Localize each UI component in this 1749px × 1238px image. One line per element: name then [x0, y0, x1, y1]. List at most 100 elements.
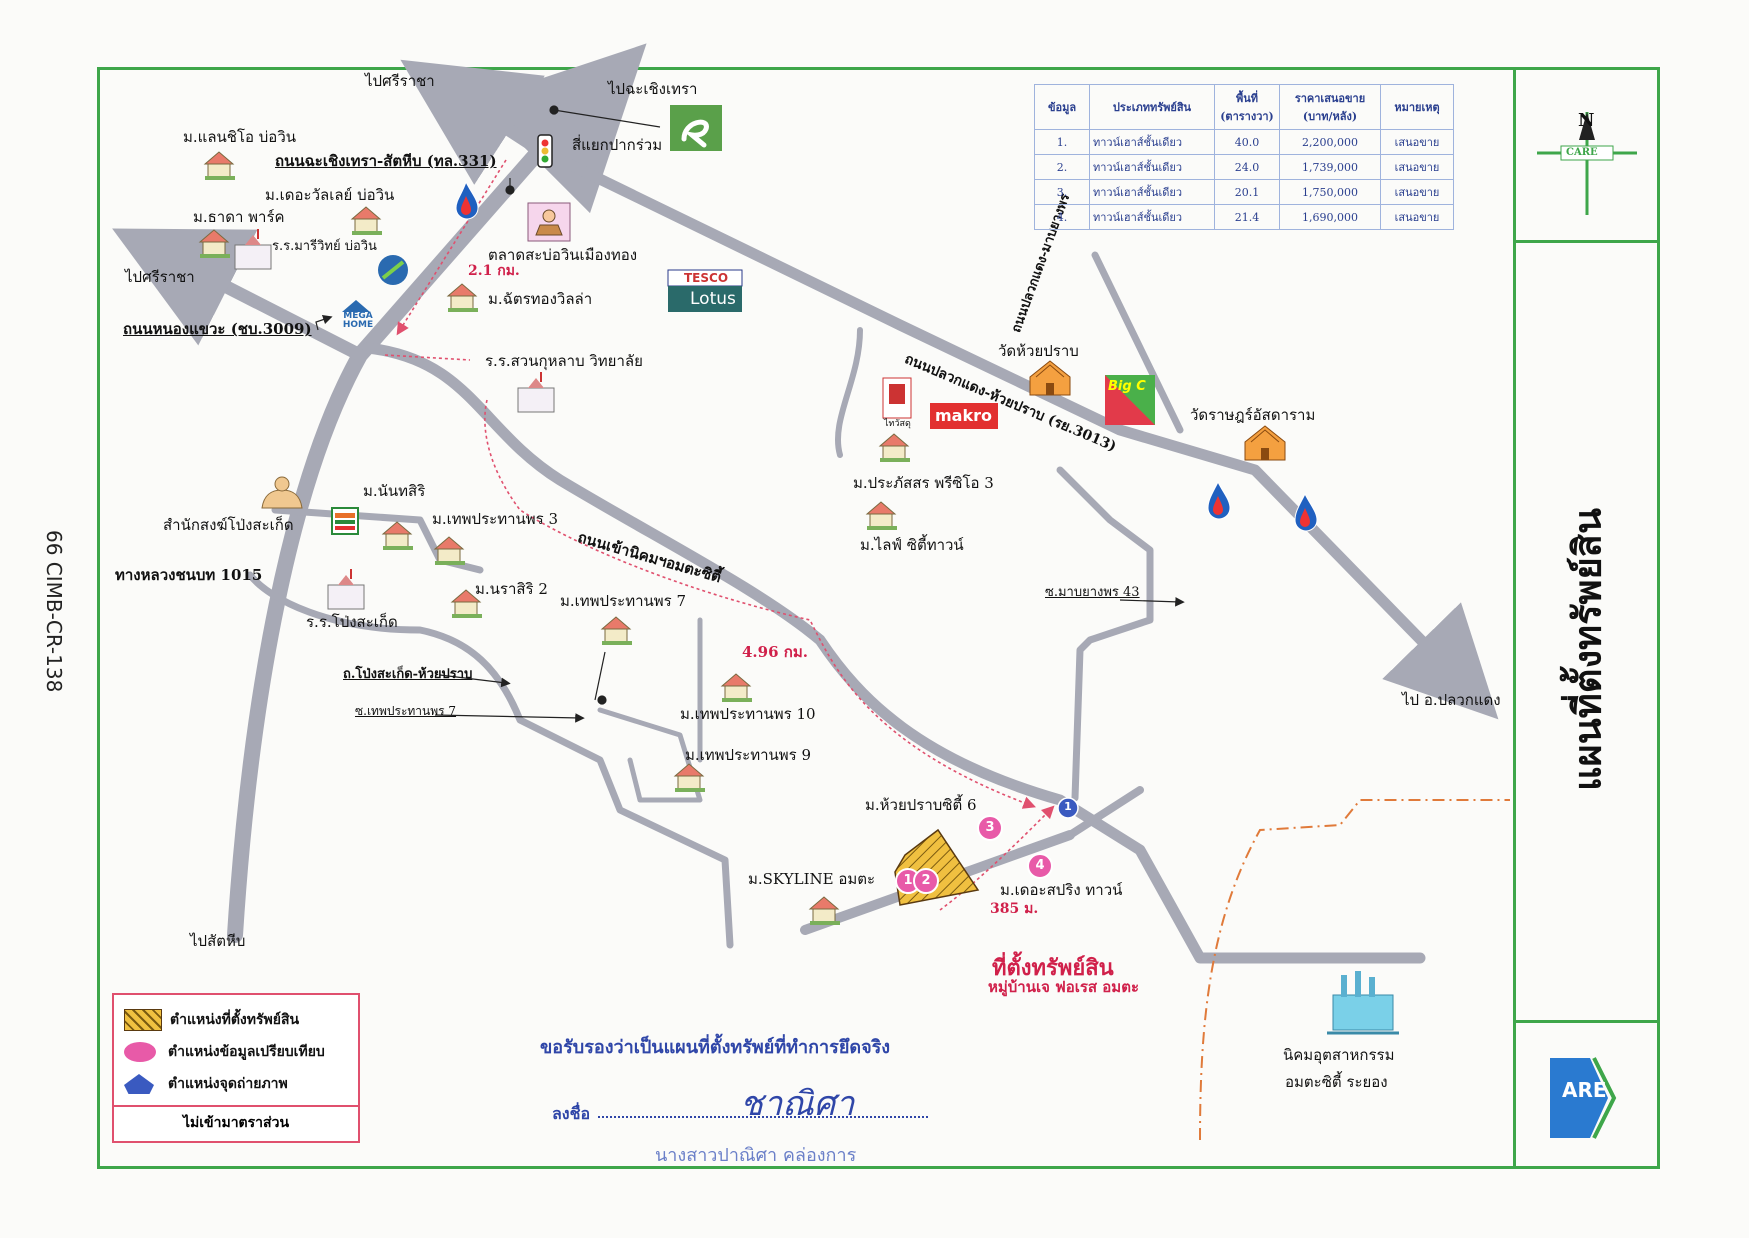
gas-station-icon [1294, 492, 1318, 532]
marker-label: 1 [903, 873, 913, 888]
gas-station-icon [1207, 480, 1231, 520]
marker-label: 4 [1035, 858, 1045, 873]
lotus-text: Lotus [690, 289, 736, 309]
gas-station-icon [455, 180, 479, 220]
label-market: ตลาดสะบ่อวินเมืองทอง [488, 246, 638, 264]
traffic-light-icon [541, 139, 549, 147]
label-to-sriracha-top: ไปศรีราชา [365, 72, 435, 90]
mega-home-logo-icon [342, 300, 370, 312]
sign-label: ลงชื่อ [552, 1104, 591, 1123]
legend-label: ตำแหน่งจุดถ่ายภาพ [168, 1076, 288, 1092]
site-title: ที่ตั้งทรัพย์สิน [992, 955, 1114, 981]
label-dist-496: 4.96 กม. [742, 643, 808, 661]
label-theppratan10: ม.เทพประทานพร 10 [680, 705, 816, 723]
site-subtitle: หมู่บ้านเจ ฟอเรส อมตะ [988, 978, 1139, 996]
monk-statue-icon [261, 476, 303, 509]
header-cell: ราคาเสนอขาย (บาท/หลัง) [1279, 84, 1381, 130]
comparison-price-table: ข้อมูล ประเภททรัพย์สิน พื้นที่ (ตารางวา)… [1034, 84, 1454, 230]
table-cell: 1,690,000 [1279, 204, 1381, 230]
label-road-1015: ทางหลวงชนบท 1015 [115, 566, 263, 584]
thai-watsadu-logo-icon [882, 377, 912, 419]
marker-3[interactable]: 3 [977, 815, 1003, 841]
label-soi-maptang: ซ.มาบยางพร 43 [1045, 585, 1140, 600]
legend-label: ตำแหน่งข้อมูลเปรียบเทียบ [168, 1044, 325, 1060]
table-cell: 40.0 [1214, 129, 1280, 155]
label-wat-rat: วัดราษฎร์อัสดาราม [1190, 406, 1316, 424]
label-to-pluakdaeng: ไป อ.ปลวกแดง [1402, 691, 1501, 709]
makro-logo-icon [930, 403, 998, 429]
road-spur [1066, 786, 1144, 839]
legend-item-property: ตำแหน่งที่ตั้งทรัพย์สิน [124, 1009, 299, 1031]
road-to-sriracha-left [112, 228, 367, 362]
label-samnak: สำนักสงฆ์โป่งสะเก็ด [163, 516, 294, 534]
label-theppratan9: ม.เทพประทานพร 9 [685, 746, 812, 764]
label-dist-21: 2.1 กม. [468, 263, 520, 279]
table-cell: 2. [1034, 154, 1090, 180]
label-soi-theppratan7: ซ.เทพประทานพร 7 [355, 704, 457, 718]
label-dist-385: 385 ม. [990, 901, 1039, 917]
soi-grid [597, 707, 703, 803]
traffic-light-icon [541, 155, 549, 163]
bigc-logo-text: Big C [1108, 379, 1146, 394]
table-row: 2. ทาวน์เฮาส์ชั้นเดียว 24.0 1,739,000 เส… [1034, 154, 1454, 180]
table-cell: ทาวน์เฮาส์ชั้นเดียว [1089, 154, 1215, 180]
photo-point-label: 1 [1064, 800, 1072, 813]
signature-line [598, 1116, 928, 1118]
north-arrow-icon [1537, 112, 1637, 215]
map-title: แผนที่ตั้งทรัพย์สิน [1564, 508, 1610, 792]
table-cell: ทาวน์เฮาส์ชั้นเดียว [1089, 129, 1215, 155]
road-amata [362, 342, 1426, 964]
table-cell: 21.4 [1214, 204, 1280, 230]
header-cell: พื้นที่ (ตารางวา) [1214, 84, 1280, 130]
compass-badge: CARE [1566, 147, 1598, 158]
table-cell: 20.1 [1214, 179, 1280, 205]
label-school-mari: ร.ร.มารีวิทย์ บ่อวิน [272, 239, 377, 254]
legend-item-photo: ตำแหน่งจุดถ่ายภาพ [124, 1073, 288, 1095]
factory-icon [1327, 971, 1399, 1035]
label-school-pong: ร.ร.โป่งสะเก็ด [306, 613, 398, 631]
label-road-331: ถนนฉะเชิงเทรา-สัตหีบ (ทล.331) [275, 152, 497, 170]
table-cell: เสนอขาย [1380, 154, 1454, 180]
tesco-text: TESCO [684, 271, 729, 285]
signature: ชาณิศา [740, 1084, 855, 1124]
label-school-suan: ร.ร.สวนกุหลาบ วิทยาลัย [485, 352, 643, 370]
table-row: 3. ทาวน์เฮาส์ชั้นเดียว 20.1 1,750,000 เส… [1034, 179, 1454, 205]
road-331 [227, 43, 647, 943]
photo-point-icon [124, 1074, 154, 1094]
leader-lines [315, 105, 1185, 723]
header-cell: หมายเหตุ [1380, 84, 1454, 130]
mega-home-text: MEGA HOME [342, 311, 374, 330]
care-logo-icon [1550, 1057, 1617, 1139]
marker-label: 2 [921, 873, 931, 888]
table-cell: 3. [1034, 179, 1090, 205]
certification-text: ขอรับรองว่าเป็นแผนที่ตั้งทรัพย์ที่ทำการย… [540, 1037, 891, 1058]
table-cell: 2,200,000 [1279, 129, 1381, 155]
thai-watsadu-text: ไทวัสดุ [884, 419, 911, 429]
header-cell: ประเภททรัพย์สิน [1089, 84, 1215, 130]
table-header-row: ข้อมูล ประเภททรัพย์สิน พื้นที่ (ตารางวา)… [1034, 84, 1454, 130]
marker-2[interactable]: 2 [913, 868, 939, 894]
label-life-city: ม.ไลฟ์ ซิตี้ทาวน์ [860, 536, 964, 554]
label-road-3009: ถนนหนองแขวะ (ชบ.3009) [123, 320, 312, 338]
road-pong [246, 571, 734, 949]
road-vertical [1091, 251, 1184, 434]
pink-circle-icon [124, 1042, 156, 1062]
label-theppratan3: ม.เทพประทานพร 3 [432, 510, 559, 528]
hatch-swatch-icon [124, 1009, 162, 1031]
marker-4[interactable]: 4 [1027, 853, 1053, 879]
label-junction: สี่แยกปากร่วม [572, 136, 663, 154]
label-chattong: ม.ฉัตรทองวิลล่า [488, 290, 593, 308]
label-road-pong: ถ.โป่งสะเก็ด-ห้วยปราบ [343, 667, 473, 682]
label-the-spring: ม.เดอะสปริง ทาวน์ [1000, 881, 1123, 899]
traffic-light-icon [541, 147, 549, 155]
makro-logo-text: makro [935, 406, 992, 425]
legend: ตำแหน่งที่ตั้งทรัพย์สิน ตำแหน่งข้อมูลเปร… [112, 993, 360, 1143]
map-frame [97, 67, 1660, 1169]
table-cell: เสนอขาย [1380, 179, 1454, 205]
label-industrial-1: นิคมอุตสาหกรรม [1283, 1046, 1395, 1064]
label-thada-park: ม.ธาดา พาร์ค [193, 208, 285, 226]
mall-logo-icon [670, 105, 722, 151]
label-to-sriracha-left: ไปศรีราชา [125, 268, 195, 286]
label-land-chio: ม.แลนชิโอ บ่อวิน [183, 128, 296, 146]
road-minor [835, 327, 863, 458]
